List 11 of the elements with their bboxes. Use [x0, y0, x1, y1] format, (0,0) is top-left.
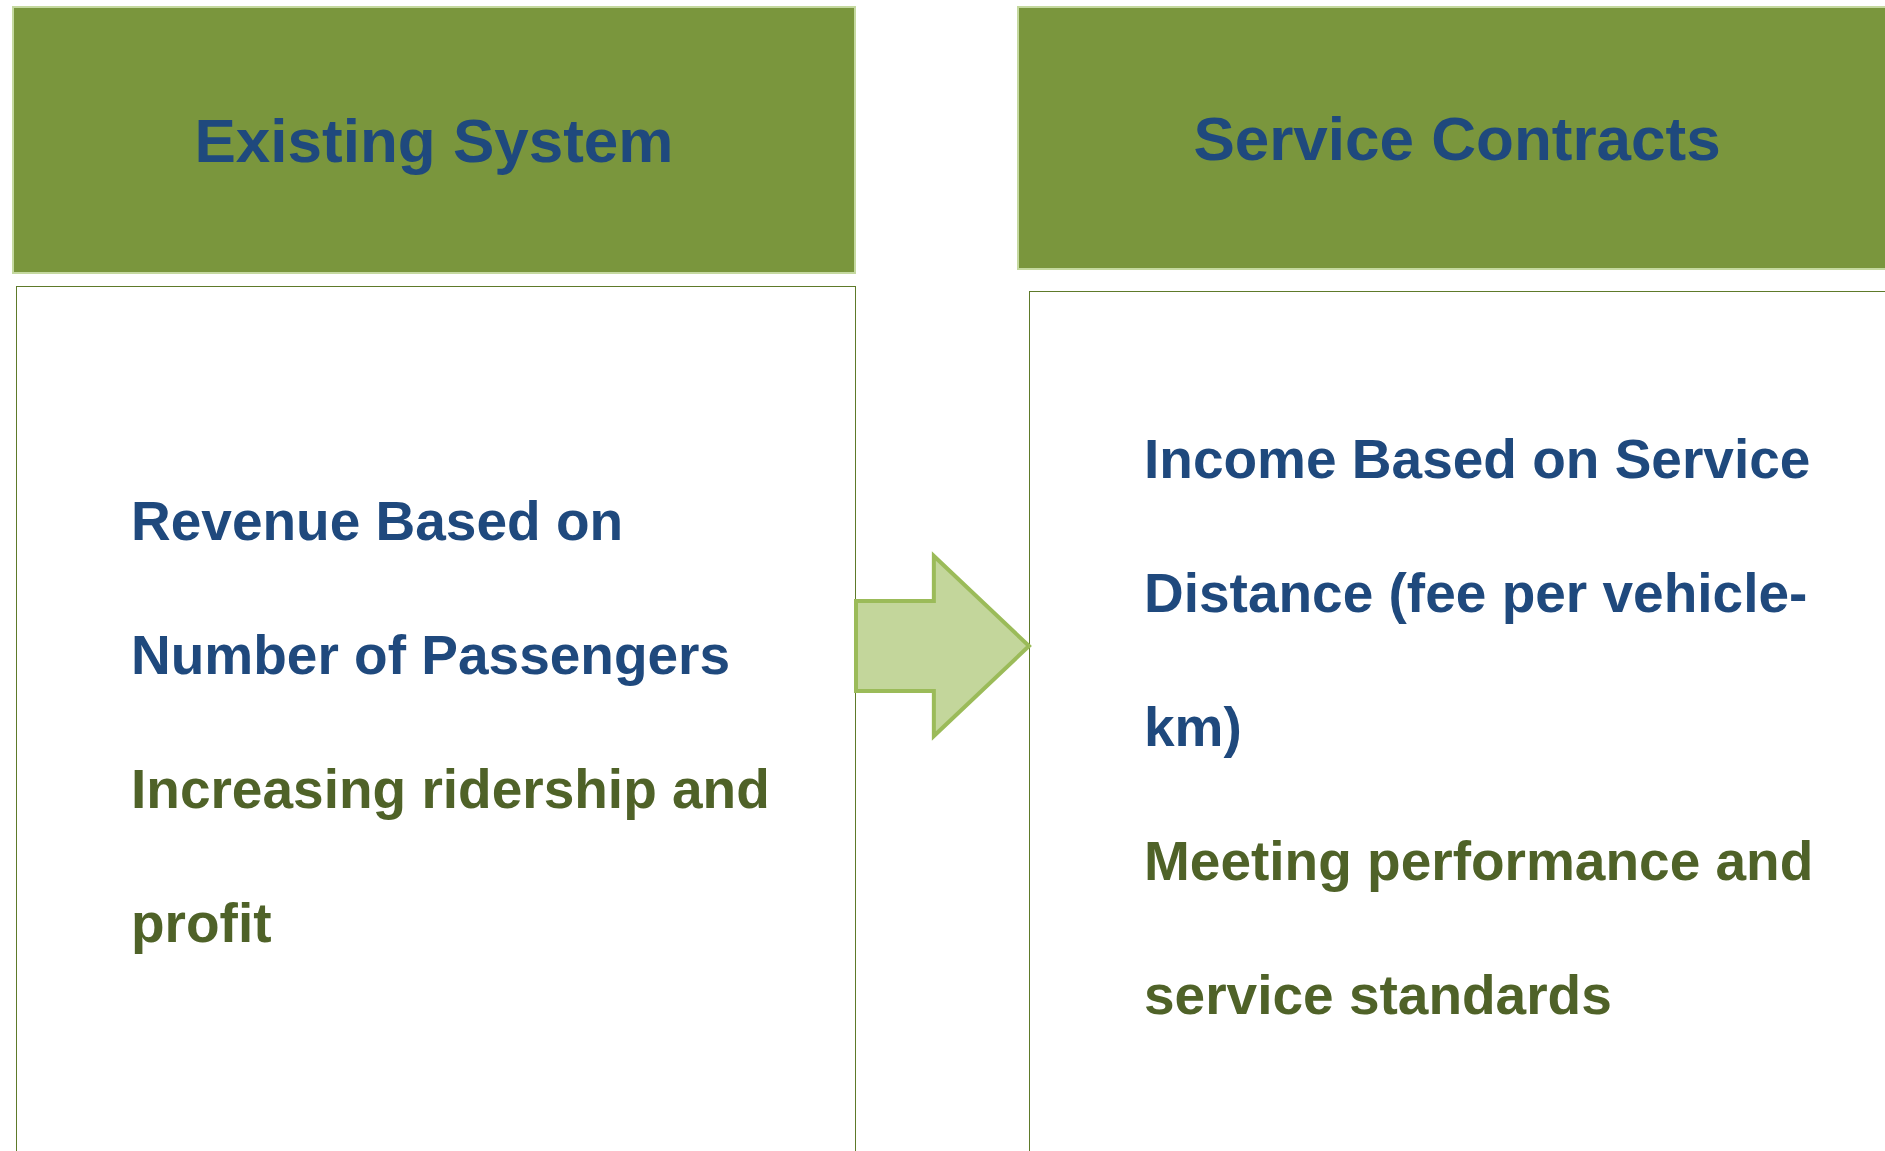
content-text: Increasing ridership and profit	[131, 756, 771, 956]
block-arrow	[854, 551, 1032, 741]
header-box	[12, 6, 856, 274]
content-box	[1029, 291, 1885, 1151]
content-text: Revenue Based on Number of Passengers	[131, 488, 732, 688]
content-box	[16, 286, 856, 1151]
content-text: Income Based on Service Distance (fee per vehicle-km)	[1144, 426, 1812, 760]
header-text: Existing System	[194, 104, 674, 176]
header-box	[1017, 6, 1885, 270]
header-text: Service Contracts	[1193, 102, 1721, 174]
content-text: Meeting performance and service standards	[1144, 828, 1815, 1028]
